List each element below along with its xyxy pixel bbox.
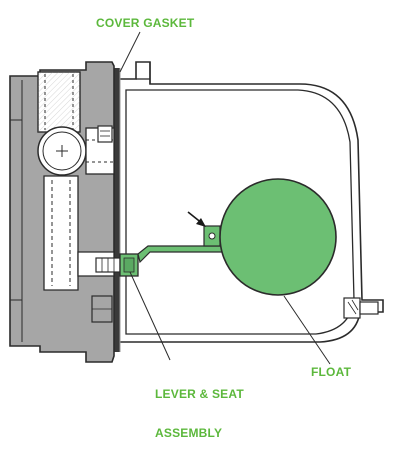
diagram-drawing bbox=[9, 31, 384, 365]
float-leader bbox=[283, 295, 331, 365]
lever-seat-label-line1: LEVER & SEAT bbox=[155, 387, 244, 401]
arrow-pointer-icon bbox=[187, 211, 206, 227]
drain-plug bbox=[343, 297, 379, 319]
trap-cover bbox=[9, 61, 115, 363]
cover-gasket bbox=[114, 68, 121, 352]
lever-seat-assembly bbox=[95, 225, 236, 277]
float-trap-diagram: COVER GASKET LEVER & SEAT ASSEMBLY FLOAT bbox=[9, 16, 384, 440]
float-label: FLOAT bbox=[311, 365, 352, 379]
lever-seat-leader bbox=[129, 271, 171, 361]
leader-lines bbox=[119, 31, 331, 365]
cover-gasket-label: COVER GASKET bbox=[96, 16, 195, 30]
lever-seat-label-line2: ASSEMBLY bbox=[155, 426, 223, 440]
cover-gasket-leader bbox=[119, 31, 141, 73]
float-ball bbox=[219, 178, 337, 296]
lever-seat-assembly-label: LEVER & SEAT ASSEMBLY bbox=[155, 362, 244, 466]
